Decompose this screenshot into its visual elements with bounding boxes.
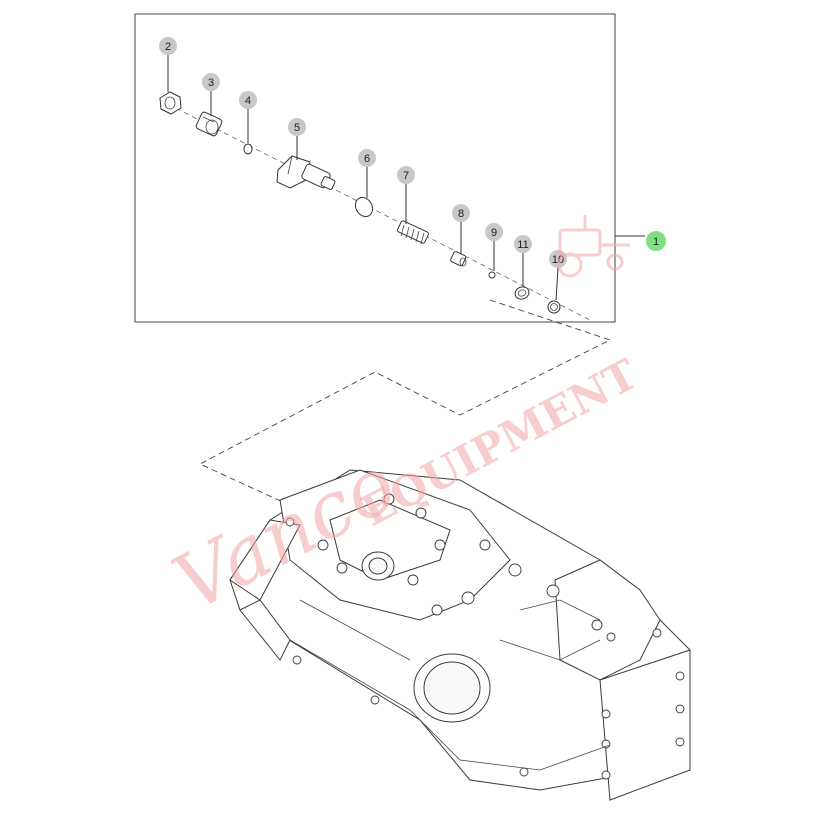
part-8-plug (450, 251, 467, 267)
tractor-icon (557, 215, 630, 278)
part-9-ball (488, 271, 496, 279)
part-4-o-ring (243, 143, 253, 155)
callout-label: 6 (364, 153, 370, 165)
callout-label: 1 (653, 236, 659, 248)
callout-label: 5 (294, 122, 300, 134)
part-7-spring (397, 220, 429, 245)
callout-11: 11 (514, 235, 532, 253)
dashed-section-outline (198, 299, 612, 511)
callout-label: 3 (208, 77, 214, 89)
callout-label: 4 (245, 95, 251, 107)
callout-8: 8 (452, 204, 470, 222)
part-3-fitting (195, 111, 223, 137)
part-10-washer (547, 300, 561, 314)
part-5-valve-body (276, 155, 336, 190)
callout-3: 3 (202, 73, 220, 91)
callout-label: 2 (165, 41, 171, 53)
callout-5: 5 (288, 118, 306, 136)
callout-6: 6 (358, 149, 376, 167)
part-2-nut (159, 91, 182, 115)
part-6-o-ring (354, 196, 374, 218)
hydraulic-housing (229, 469, 691, 801)
callout-1: 1 (646, 231, 666, 251)
callout-9: 9 (485, 223, 503, 241)
callout-4: 4 (239, 91, 257, 109)
part-11-washer (514, 286, 530, 300)
detail-frame (134, 13, 616, 323)
callout-label: 9 (491, 227, 497, 239)
callout-label: 11 (517, 239, 528, 251)
callout-label: 7 (403, 170, 409, 182)
callout-2: 2 (159, 37, 177, 55)
housing-holes (285, 493, 685, 780)
housing-edges (289, 599, 611, 771)
callout-7: 7 (397, 166, 415, 184)
callout-leaders (167, 55, 559, 301)
callout-label: 8 (458, 208, 464, 220)
